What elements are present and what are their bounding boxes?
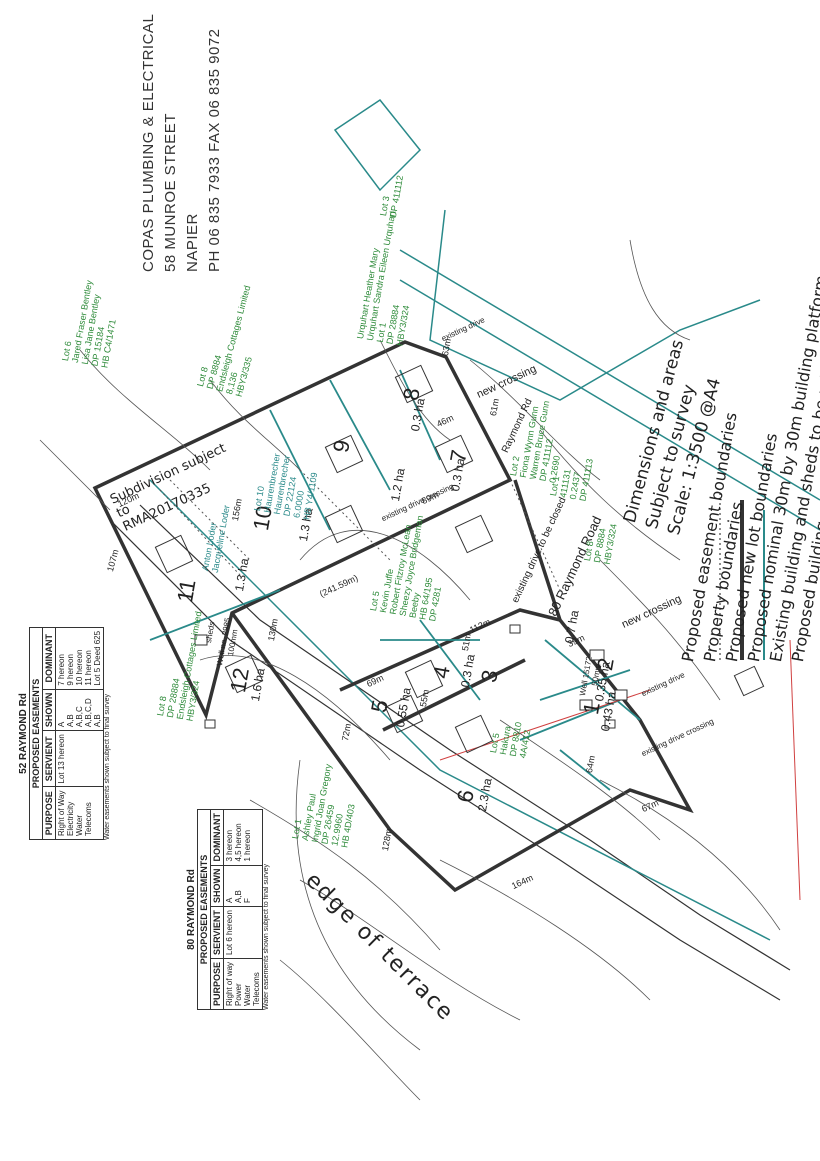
owner-lot1-dp411113: Lot 1 411131 0.2437 DP 411113 bbox=[548, 457, 595, 502]
easement-52-purpose: Right of Way Electricity Water Telecoms bbox=[55, 787, 104, 840]
raymond-road bbox=[109, 504, 791, 1001]
company-name: COPAS PLUMBING & ELECTRICAL bbox=[140, 13, 157, 272]
owner-lot5-hakura: Lot 5 Hakura DP 8810 4A/412 bbox=[488, 721, 533, 759]
easement-52-shown: A A,B A,B,C A,B,C,D A,B bbox=[55, 689, 104, 731]
easement-80-dominant: 3 hereon 4,5 hereon 1 hereon bbox=[223, 809, 263, 866]
easement-52-dominant: 7 hereon 9 hereon 10 hereon 11 hereon Lo… bbox=[55, 627, 104, 690]
easement-52-table: PROPOSED EASEMENTS PURPOSE SERVIENT SHOW… bbox=[29, 627, 104, 840]
teal-road-lines bbox=[149, 98, 820, 941]
easement-52-servient: Lot 13 hereon bbox=[55, 730, 104, 787]
edge-of-terrace bbox=[295, 759, 421, 1051]
company-phone-block: PH 06 835 7933 FAX 06 835 9072 bbox=[206, 28, 223, 272]
existing-buildings bbox=[194, 624, 628, 729]
easement-80-shown: A A,B F bbox=[223, 865, 263, 907]
easement-80-table: PROPOSED EASEMENTS PURPOSE SERVIENT SHOW… bbox=[197, 809, 263, 1010]
easement-80-subtitle: PROPOSED EASEMENTS bbox=[197, 809, 211, 1010]
building-restriction-line bbox=[439, 689, 651, 761]
company-phone: PH 06 835 7933 FAX 06 835 9072 bbox=[206, 28, 223, 272]
easement-table-80: 80 RAYMOND Rd PROPOSED EASEMENTS PURPOSE… bbox=[186, 809, 270, 1010]
easement-table-52: 52 RAYMOND Rd PROPOSED EASEMENTS PURPOSE… bbox=[18, 627, 111, 840]
easement-80-servient: Lot 6 hereon bbox=[223, 906, 263, 959]
building-platforms bbox=[154, 364, 494, 754]
company-city: NAPIER bbox=[184, 213, 201, 272]
legend-square bbox=[733, 665, 765, 697]
company-header: COPAS PLUMBING & ELECTRICAL bbox=[140, 14, 157, 272]
easement-boundaries bbox=[159, 469, 561, 591]
company-city-block: NAPIER bbox=[184, 213, 201, 272]
easement-80-title: 80 RAYMOND Rd bbox=[186, 869, 197, 950]
legend-symbols bbox=[719, 490, 801, 901]
easement-52-note: Water easements shown subject to final s… bbox=[104, 693, 111, 840]
company-street: 58 MUNROE STREET bbox=[162, 113, 179, 272]
lot-11-number: 11 bbox=[172, 577, 201, 605]
easement-80-note: Water easements shown subject to final s… bbox=[263, 863, 270, 1010]
legend-red-line bbox=[789, 639, 801, 901]
easement-80-purpose: Right of way Power Water Telecoms bbox=[223, 958, 263, 1010]
owner-haurenbrecher: Lot 10 Haurenbrecher Haurenbrecher DP 22… bbox=[252, 452, 320, 521]
company-street-block: 58 MUNROE STREET bbox=[162, 113, 179, 272]
easement-52-title: 52 RAYMOND Rd bbox=[18, 693, 29, 774]
contour-lines bbox=[39, 239, 781, 1101]
easement-52-subtitle: PROPOSED EASEMENTS bbox=[29, 627, 43, 840]
